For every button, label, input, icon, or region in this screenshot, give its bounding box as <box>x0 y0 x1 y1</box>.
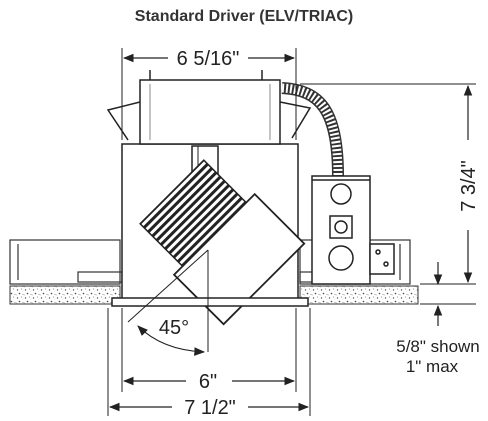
diagram-title: Standard Driver (ELV/TRIAC) <box>134 8 354 25</box>
dimension-height: 7 3/4" <box>300 83 480 285</box>
ceiling-shown-label: 5/8" shown <box>396 337 480 356</box>
trim-flange <box>111 297 309 307</box>
aperture-width-label: 6" <box>199 371 217 393</box>
top-width-label: 6 5/16" <box>177 48 240 70</box>
spring-clips <box>106 70 312 141</box>
tilted-lamp <box>139 159 306 326</box>
angle-label: 45° <box>159 317 189 339</box>
flex-conduit <box>281 82 344 177</box>
height-label: 7 3/4" <box>458 160 480 212</box>
dimension-ceiling: 5/8" shown 1" max <box>396 262 480 376</box>
dimension-cutout: 7 1/2" <box>107 308 311 419</box>
dimension-aperture: 6" <box>121 308 297 393</box>
cutout-width-label: 7 1/2" <box>184 397 236 419</box>
junction-box <box>311 175 395 285</box>
ceiling-max-label: 1" max <box>406 357 459 376</box>
dimension-angle: 45° <box>127 249 209 356</box>
ceiling-slab <box>9 285 419 305</box>
dimension-top-width: 6 5/16" <box>121 48 297 140</box>
